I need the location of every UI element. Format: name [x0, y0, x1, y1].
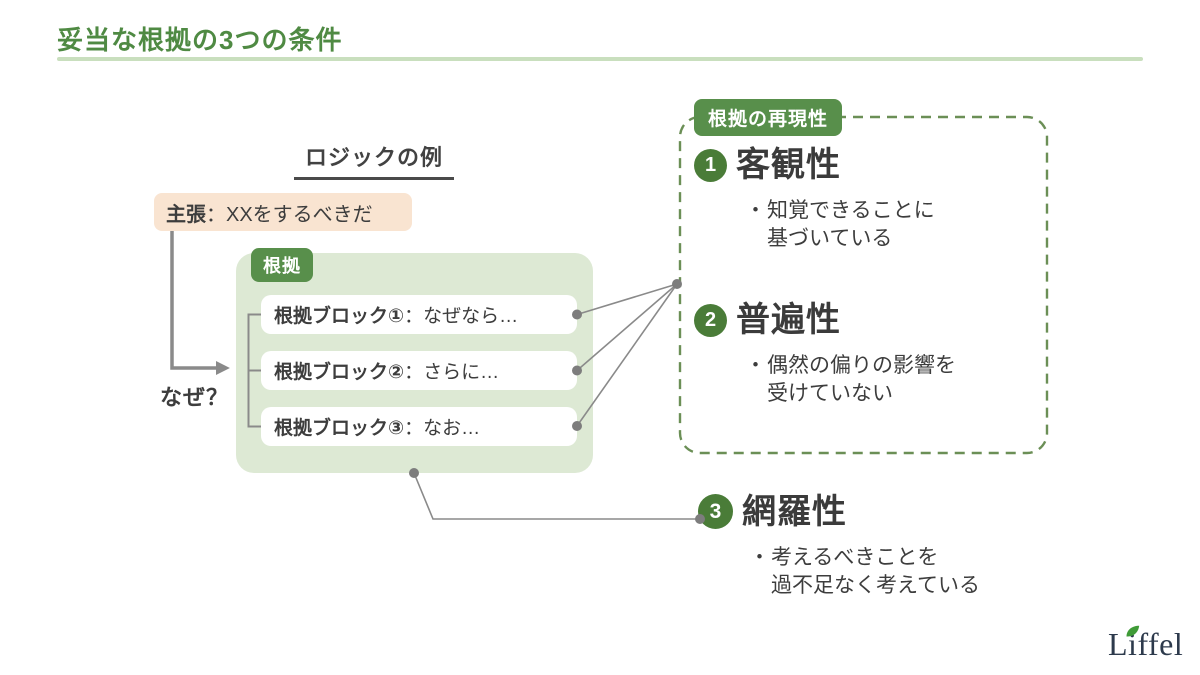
- ground-block-1-separator: ：: [404, 306, 424, 327]
- liffel-logo-text: Liffel: [1108, 626, 1184, 662]
- ground-block-1-text: なぜなら…: [423, 306, 519, 327]
- why-label: なぜ？: [160, 385, 230, 410]
- ground-block-3-text: なお…: [423, 418, 481, 439]
- condition-3-line-1: 考えるべきことを: [771, 546, 939, 569]
- reproducibility-panel-label: 根拠の再現性: [694, 99, 843, 136]
- leaf-icon: [1126, 625, 1140, 637]
- grounds-label: 根拠: [251, 248, 313, 282]
- number-2-badge: 2: [694, 303, 727, 337]
- condition-1-description: ・知覚できることに 基づいている: [745, 197, 935, 253]
- condition-objectivity: 1 客観性 ・知覚できることに 基づいている: [694, 148, 935, 253]
- claim-separator: ：: [206, 203, 226, 226]
- ground-block-1-label: 根拠ブロック①: [274, 306, 405, 327]
- bullet-icon: ・: [745, 354, 766, 377]
- condition-2-description: ・偶然の偏りの影響を 受けていない: [745, 352, 956, 408]
- condition-3-line-2: 過不足なく考えている: [771, 574, 980, 597]
- condition-3-title: 網羅性: [742, 492, 847, 531]
- condition-1-line-2: 基づいている: [767, 227, 893, 250]
- liffel-logo: Liffel: [1108, 625, 1184, 663]
- condition-universality: 2 普遍性 ・偶然の偏りの影響を 受けていない: [694, 303, 956, 408]
- page-title: 妥当な根拠の3つの条件: [57, 25, 343, 55]
- condition-1-line-1: 知覚できることに: [767, 199, 935, 222]
- condition-2-title: 普遍性: [736, 301, 841, 339]
- condition-1-title: 客観性: [736, 146, 841, 184]
- ground-block-2-label: 根拠ブロック②: [274, 362, 405, 383]
- logic-example-heading: ロジックの例: [294, 140, 454, 180]
- bullet-icon: ・: [745, 199, 766, 222]
- claim-text: XXをするべきだ: [226, 203, 373, 226]
- ground-block-3-label: 根拠ブロック③: [274, 418, 405, 439]
- ground-block-2-text: さらに…: [423, 362, 500, 383]
- condition-2-line-2: 受けていない: [767, 382, 893, 405]
- claim-label: 主張: [166, 203, 206, 226]
- ground-block-3-separator: ：: [404, 418, 424, 439]
- claim-box: 主張：XXをするべきだ: [154, 193, 412, 231]
- ground-block-2-separator: ：: [404, 362, 424, 383]
- number-3-badge: 3: [698, 494, 733, 529]
- ground-block-3: 根拠ブロック③：なお…: [261, 407, 577, 446]
- ground-block-1: 根拠ブロック①：なぜなら…: [261, 295, 577, 334]
- condition-comprehensiveness: 3 網羅性 ・考えるべきことを 過不足なく考えている: [698, 494, 980, 600]
- bullet-icon: ・: [749, 546, 770, 569]
- title-underline: [57, 57, 1143, 61]
- number-1-badge: 1: [694, 148, 727, 182]
- ground-block-2: 根拠ブロック②：さらに…: [261, 351, 577, 390]
- condition-3-description: ・考えるべきことを 過不足なく考えている: [749, 544, 980, 600]
- condition-2-line-1: 偶然の偏りの影響を: [767, 354, 956, 377]
